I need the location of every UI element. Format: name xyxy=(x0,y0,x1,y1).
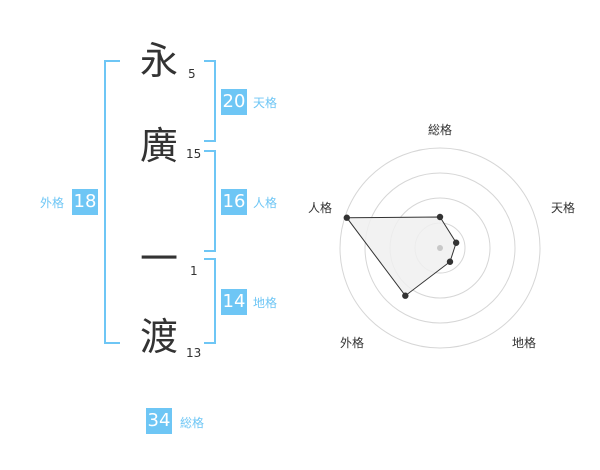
radar-point-1 xyxy=(436,213,444,221)
gaikaku-value: 18 xyxy=(72,189,98,215)
chikaku-bracket xyxy=(204,258,216,344)
stroke-count-4: 13 xyxy=(186,346,202,360)
stroke-count-1: 5 xyxy=(188,67,196,81)
gaikaku-bracket xyxy=(104,60,120,344)
gaikaku-label: 外格 xyxy=(40,196,65,210)
name-char-4: 渡 xyxy=(140,315,179,359)
name-char-3: 一 xyxy=(140,237,179,281)
name-char-2: 廣 xyxy=(140,124,179,168)
radar-point-2 xyxy=(452,239,460,246)
radar-axis-label-chikaku: 地格 xyxy=(512,335,536,350)
jinkaku-bracket xyxy=(204,150,216,252)
radar-center-dot xyxy=(437,245,443,251)
radar-ring xyxy=(364,172,516,324)
stroke-count-3: 1 xyxy=(190,264,198,278)
jinkaku-label: 人格 xyxy=(253,196,278,210)
radar-axis-label-tenkaku: 天格 xyxy=(551,200,575,215)
name-char-1: 永 xyxy=(140,39,179,83)
radar-axis-label-jinkaku: 人格 xyxy=(308,200,332,215)
radar-point-4 xyxy=(402,292,409,299)
radar-axis-label-soukaku: 総格 xyxy=(428,122,452,137)
jinkaku-value: 16 xyxy=(221,189,247,215)
radar-point-3 xyxy=(446,258,454,265)
soukaku-label: 総格 xyxy=(180,416,205,430)
tenkaku-value: 20 xyxy=(221,89,247,115)
stroke-count-2: 15 xyxy=(186,147,202,161)
chikaku-value: 14 xyxy=(221,289,247,315)
radar-polygon xyxy=(345,216,457,297)
tenkaku-bracket xyxy=(204,60,216,142)
radar-axis-label-gaikaku: 外格 xyxy=(340,335,364,350)
radar-point-5 xyxy=(343,214,350,221)
chikaku-label: 地格 xyxy=(253,296,278,310)
soukaku-value: 34 xyxy=(146,408,172,434)
tenkaku-label: 天格 xyxy=(253,96,278,110)
radar-ring xyxy=(339,147,541,349)
